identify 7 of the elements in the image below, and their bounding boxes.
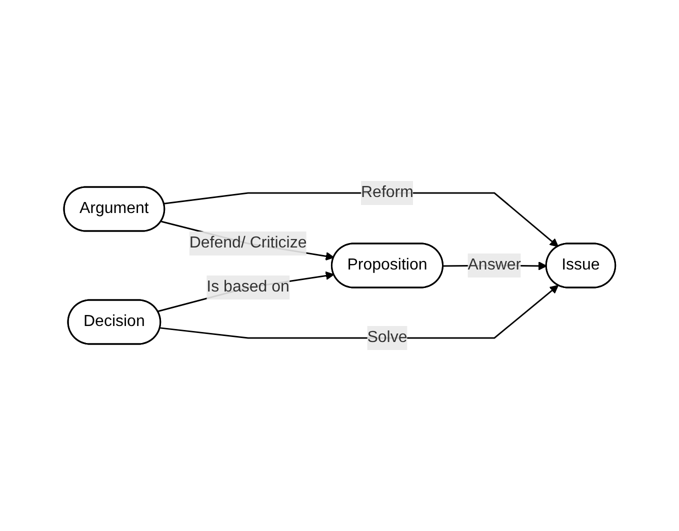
edge-label: Is based on: [206, 278, 290, 296]
edge-label: Defend/ Criticize: [189, 234, 307, 252]
edge-label: Solve: [367, 329, 408, 346]
arrow: [160, 284, 558, 339]
arrow: [157, 271, 334, 312]
edge-label: Reform: [360, 184, 414, 201]
edge-label: Answer: [468, 256, 521, 274]
